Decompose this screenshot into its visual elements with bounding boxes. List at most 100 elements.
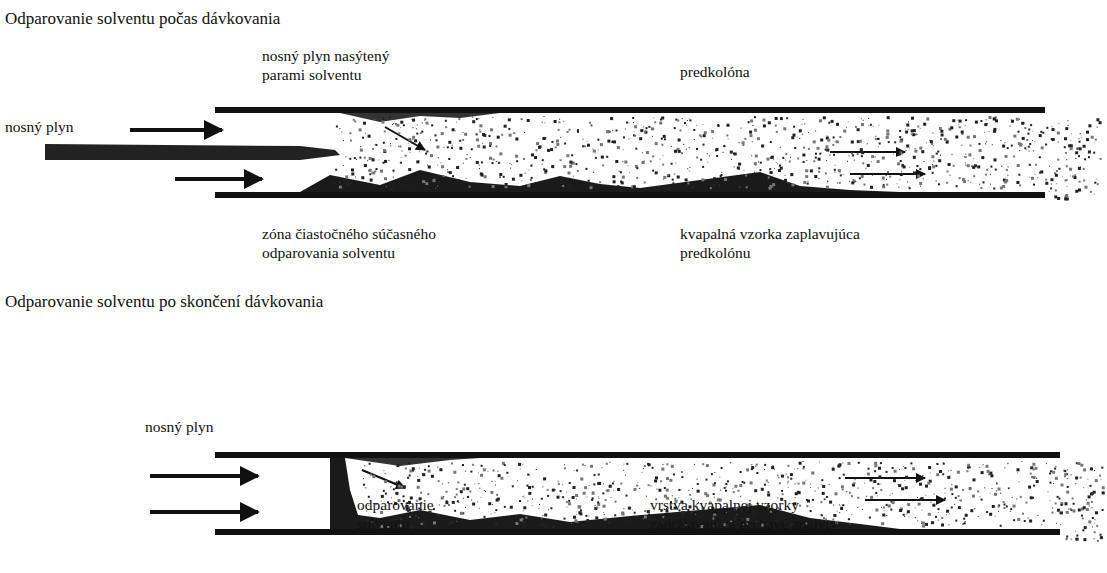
speckle: [1051, 184, 1052, 185]
speckle: [945, 488, 946, 489]
speckle: [625, 475, 626, 476]
speckle: [653, 118, 654, 119]
speckle: [584, 486, 587, 489]
speckle: [1076, 535, 1078, 537]
speckle: [706, 464, 709, 467]
speckle: [555, 489, 556, 490]
speckle: [696, 157, 698, 159]
speckle: [547, 149, 550, 152]
speckle: [471, 500, 472, 501]
speckle: [623, 470, 624, 471]
speckle: [376, 168, 378, 170]
speckle: [385, 493, 387, 495]
speckle: [1055, 503, 1057, 505]
speckle: [897, 183, 898, 184]
speckle: [407, 477, 409, 479]
speckle: [634, 125, 637, 128]
speckle: [903, 165, 906, 168]
speckle: [812, 499, 814, 501]
speckle: [843, 474, 845, 476]
speckle: [354, 157, 356, 159]
speckle: [512, 178, 515, 181]
speckle: [433, 521, 436, 524]
speckle: [1035, 174, 1036, 175]
speckle: [1051, 126, 1052, 127]
speckle: [1045, 182, 1048, 185]
speckle: [936, 463, 938, 465]
speckle: [1071, 133, 1072, 134]
speckle: [721, 172, 722, 173]
speckle: [660, 480, 662, 482]
speckle: [380, 170, 383, 173]
speckle: [818, 167, 820, 169]
speckle: [1081, 515, 1083, 517]
speckle: [1078, 462, 1081, 465]
speckle: [666, 489, 669, 492]
speckle: [996, 483, 998, 485]
speckle: [557, 496, 560, 499]
speckle: [603, 484, 604, 485]
speckle: [457, 481, 459, 483]
speckle: [448, 504, 450, 506]
speckle: [930, 140, 933, 143]
speckle: [974, 508, 975, 509]
speckle: [808, 132, 809, 133]
speckle: [715, 149, 717, 151]
speckle: [1035, 467, 1038, 470]
speckle: [417, 124, 418, 125]
speckle: [768, 121, 771, 124]
speckle: [558, 129, 560, 131]
speckle: [761, 145, 764, 148]
speckle: [504, 506, 506, 508]
speckle: [1095, 511, 1098, 514]
speckle: [920, 183, 921, 184]
speckle: [950, 488, 953, 491]
speckle: [922, 522, 925, 525]
speckle: [1041, 524, 1042, 525]
speckle: [771, 466, 774, 469]
speckle: [802, 134, 803, 135]
speckle: [598, 474, 600, 476]
speckle: [573, 176, 574, 177]
speckle: [563, 121, 564, 122]
speckle: [573, 516, 576, 519]
speckle: [489, 157, 492, 160]
speckle: [886, 175, 887, 176]
speckle: [1076, 148, 1078, 150]
speckle: [560, 137, 561, 138]
speckle: [760, 162, 762, 164]
speckle: [335, 154, 336, 155]
speckle: [986, 511, 988, 513]
speckle: [474, 483, 475, 484]
speckle: [758, 161, 759, 162]
speckle: [576, 499, 577, 500]
speckle: [369, 173, 371, 175]
speckle: [364, 164, 367, 167]
speckle: [1052, 128, 1055, 131]
speckle: [805, 480, 806, 481]
speckle: [782, 493, 784, 495]
speckle: [832, 144, 834, 146]
speckle: [497, 520, 498, 521]
speckle: [626, 520, 628, 522]
speckle: [1010, 511, 1011, 512]
speckle: [1002, 145, 1005, 148]
speckle: [836, 140, 839, 143]
speckle: [425, 182, 428, 185]
speckle: [820, 501, 822, 503]
speckle: [822, 492, 825, 495]
speckle: [873, 480, 876, 483]
speckle: [685, 178, 688, 181]
speckle: [586, 519, 589, 522]
speckle: [457, 500, 459, 502]
speckle: [887, 171, 889, 173]
speckle: [600, 143, 603, 146]
speckle: [941, 517, 943, 519]
speckle: [726, 487, 727, 488]
speckle: [734, 153, 737, 156]
speckle: [406, 177, 407, 178]
speckle: [496, 494, 498, 496]
speckle: [1067, 486, 1069, 488]
speckle: [950, 126, 953, 129]
speckle: [710, 187, 712, 189]
